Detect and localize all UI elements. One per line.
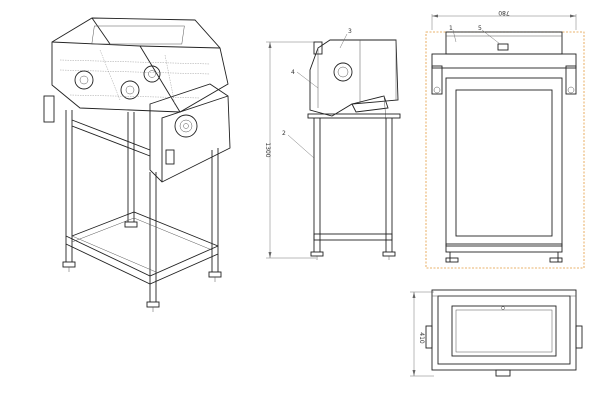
isometric-view xyxy=(43,17,231,312)
front-view: 780 1 5 xyxy=(425,9,585,269)
side-view: 1300 3 4 2 xyxy=(264,28,401,260)
side-height-dimension: 1300 xyxy=(264,142,271,157)
callout-5: 5 xyxy=(478,25,482,32)
callout-3: 3 xyxy=(348,28,352,35)
top-depth-dimension: 410 xyxy=(418,332,425,344)
callout-4: 4 xyxy=(291,69,295,76)
callout-2: 2 xyxy=(282,130,286,137)
front-width-dimension: 780 xyxy=(498,9,510,16)
callout-1: 1 xyxy=(449,25,453,32)
top-view: 410 xyxy=(410,289,583,377)
